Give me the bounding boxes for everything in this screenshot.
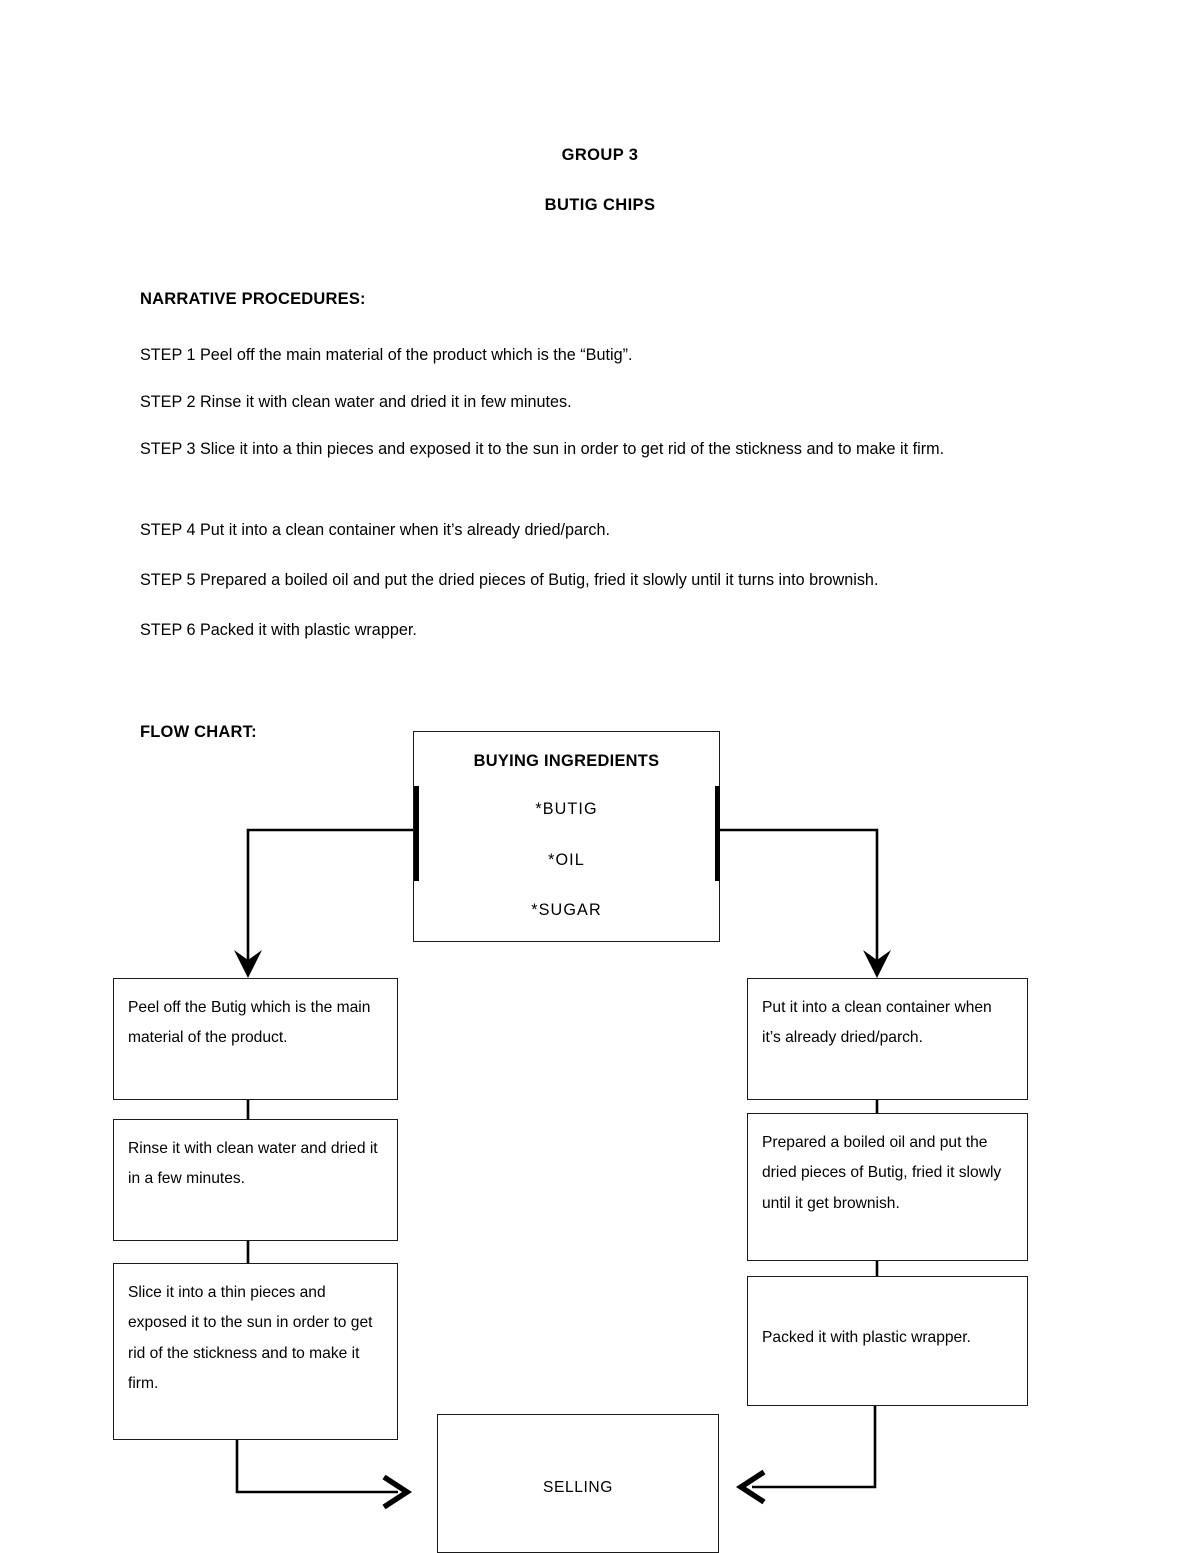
flow-node-text: SELLING: [542, 1479, 614, 1496]
flow-node-put-in-container: Put it into a clean container when it’s …: [747, 978, 1028, 1100]
start-node-item-butig: *BUTIG: [535, 799, 598, 818]
arrowheads: [234, 950, 891, 1510]
flow-node-text: Packed it with plastic wrapper.: [762, 1329, 971, 1346]
flow-node-text: Prepared a boiled oil and put the dried …: [762, 1134, 1002, 1212]
arrowhead-down-left: [234, 950, 262, 978]
narrative-step-2: STEP 2 Rinse it with clean water and dri…: [140, 393, 572, 411]
narrative-step-5: STEP 5 Prepared a boiled oil and put the…: [140, 571, 879, 589]
narrative-procedures-heading: NARRATIVE PROCEDURES:: [140, 290, 366, 308]
start-node-item-oil: *OIL: [548, 850, 585, 869]
flow-node-buying-ingredients: BUYING INGREDIENTS *BUTIG *OIL *SUGAR: [413, 731, 720, 942]
narrative-step-6: STEP 6 Packed it with plastic wrapper.: [140, 621, 417, 639]
connector-start-to-left: [246, 828, 414, 965]
connector-start-to-right: [719, 828, 879, 965]
arrowhead-right-into-selling: [382, 1474, 413, 1510]
flow-node-selling: SELLING: [437, 1414, 719, 1553]
flow-node-pack: Packed it with plastic wrapper.: [747, 1276, 1028, 1406]
start-node-right-stub: [715, 786, 720, 881]
narrative-step-4: STEP 4 Put it into a clean container whe…: [140, 521, 611, 539]
document-title-subject: BUTIG CHIPS: [544, 196, 656, 214]
start-node-left-stub: [414, 786, 419, 881]
flow-node-peel-off: Peel off the Butig which is the main mat…: [113, 978, 398, 1100]
narrative-step-1: STEP 1 Peel off the main material of the…: [140, 346, 633, 364]
connector-left-to-selling: [235, 1440, 398, 1494]
flow-node-text: Peel off the Butig which is the main mat…: [128, 999, 371, 1047]
arrowhead-down-right: [863, 950, 891, 978]
start-node-item-sugar: *SUGAR: [531, 901, 602, 920]
document-title-group: GROUP 3: [561, 146, 639, 164]
flow-node-rinse: Rinse it with clean water and dried it i…: [113, 1119, 398, 1241]
flow-node-text: Slice it into a thin pieces and exposed …: [128, 1284, 373, 1393]
flow-node-text: Rinse it with clean water and dried it i…: [128, 1140, 378, 1188]
narrative-step-3: STEP 3 Slice it into a thin pieces and e…: [140, 440, 945, 458]
flow-node-text: Put it into a clean container when it’s …: [762, 999, 992, 1047]
arrowhead-left-into-selling: [735, 1469, 766, 1505]
start-node-title: BUYING INGREDIENTS: [473, 752, 660, 770]
flow-node-slice-and-dry: Slice it into a thin pieces and exposed …: [113, 1263, 398, 1440]
connector-right-to-selling: [752, 1406, 877, 1489]
flow-chart-heading: FLOW CHART:: [140, 723, 257, 741]
flow-node-fry: Prepared a boiled oil and put the dried …: [747, 1113, 1028, 1261]
